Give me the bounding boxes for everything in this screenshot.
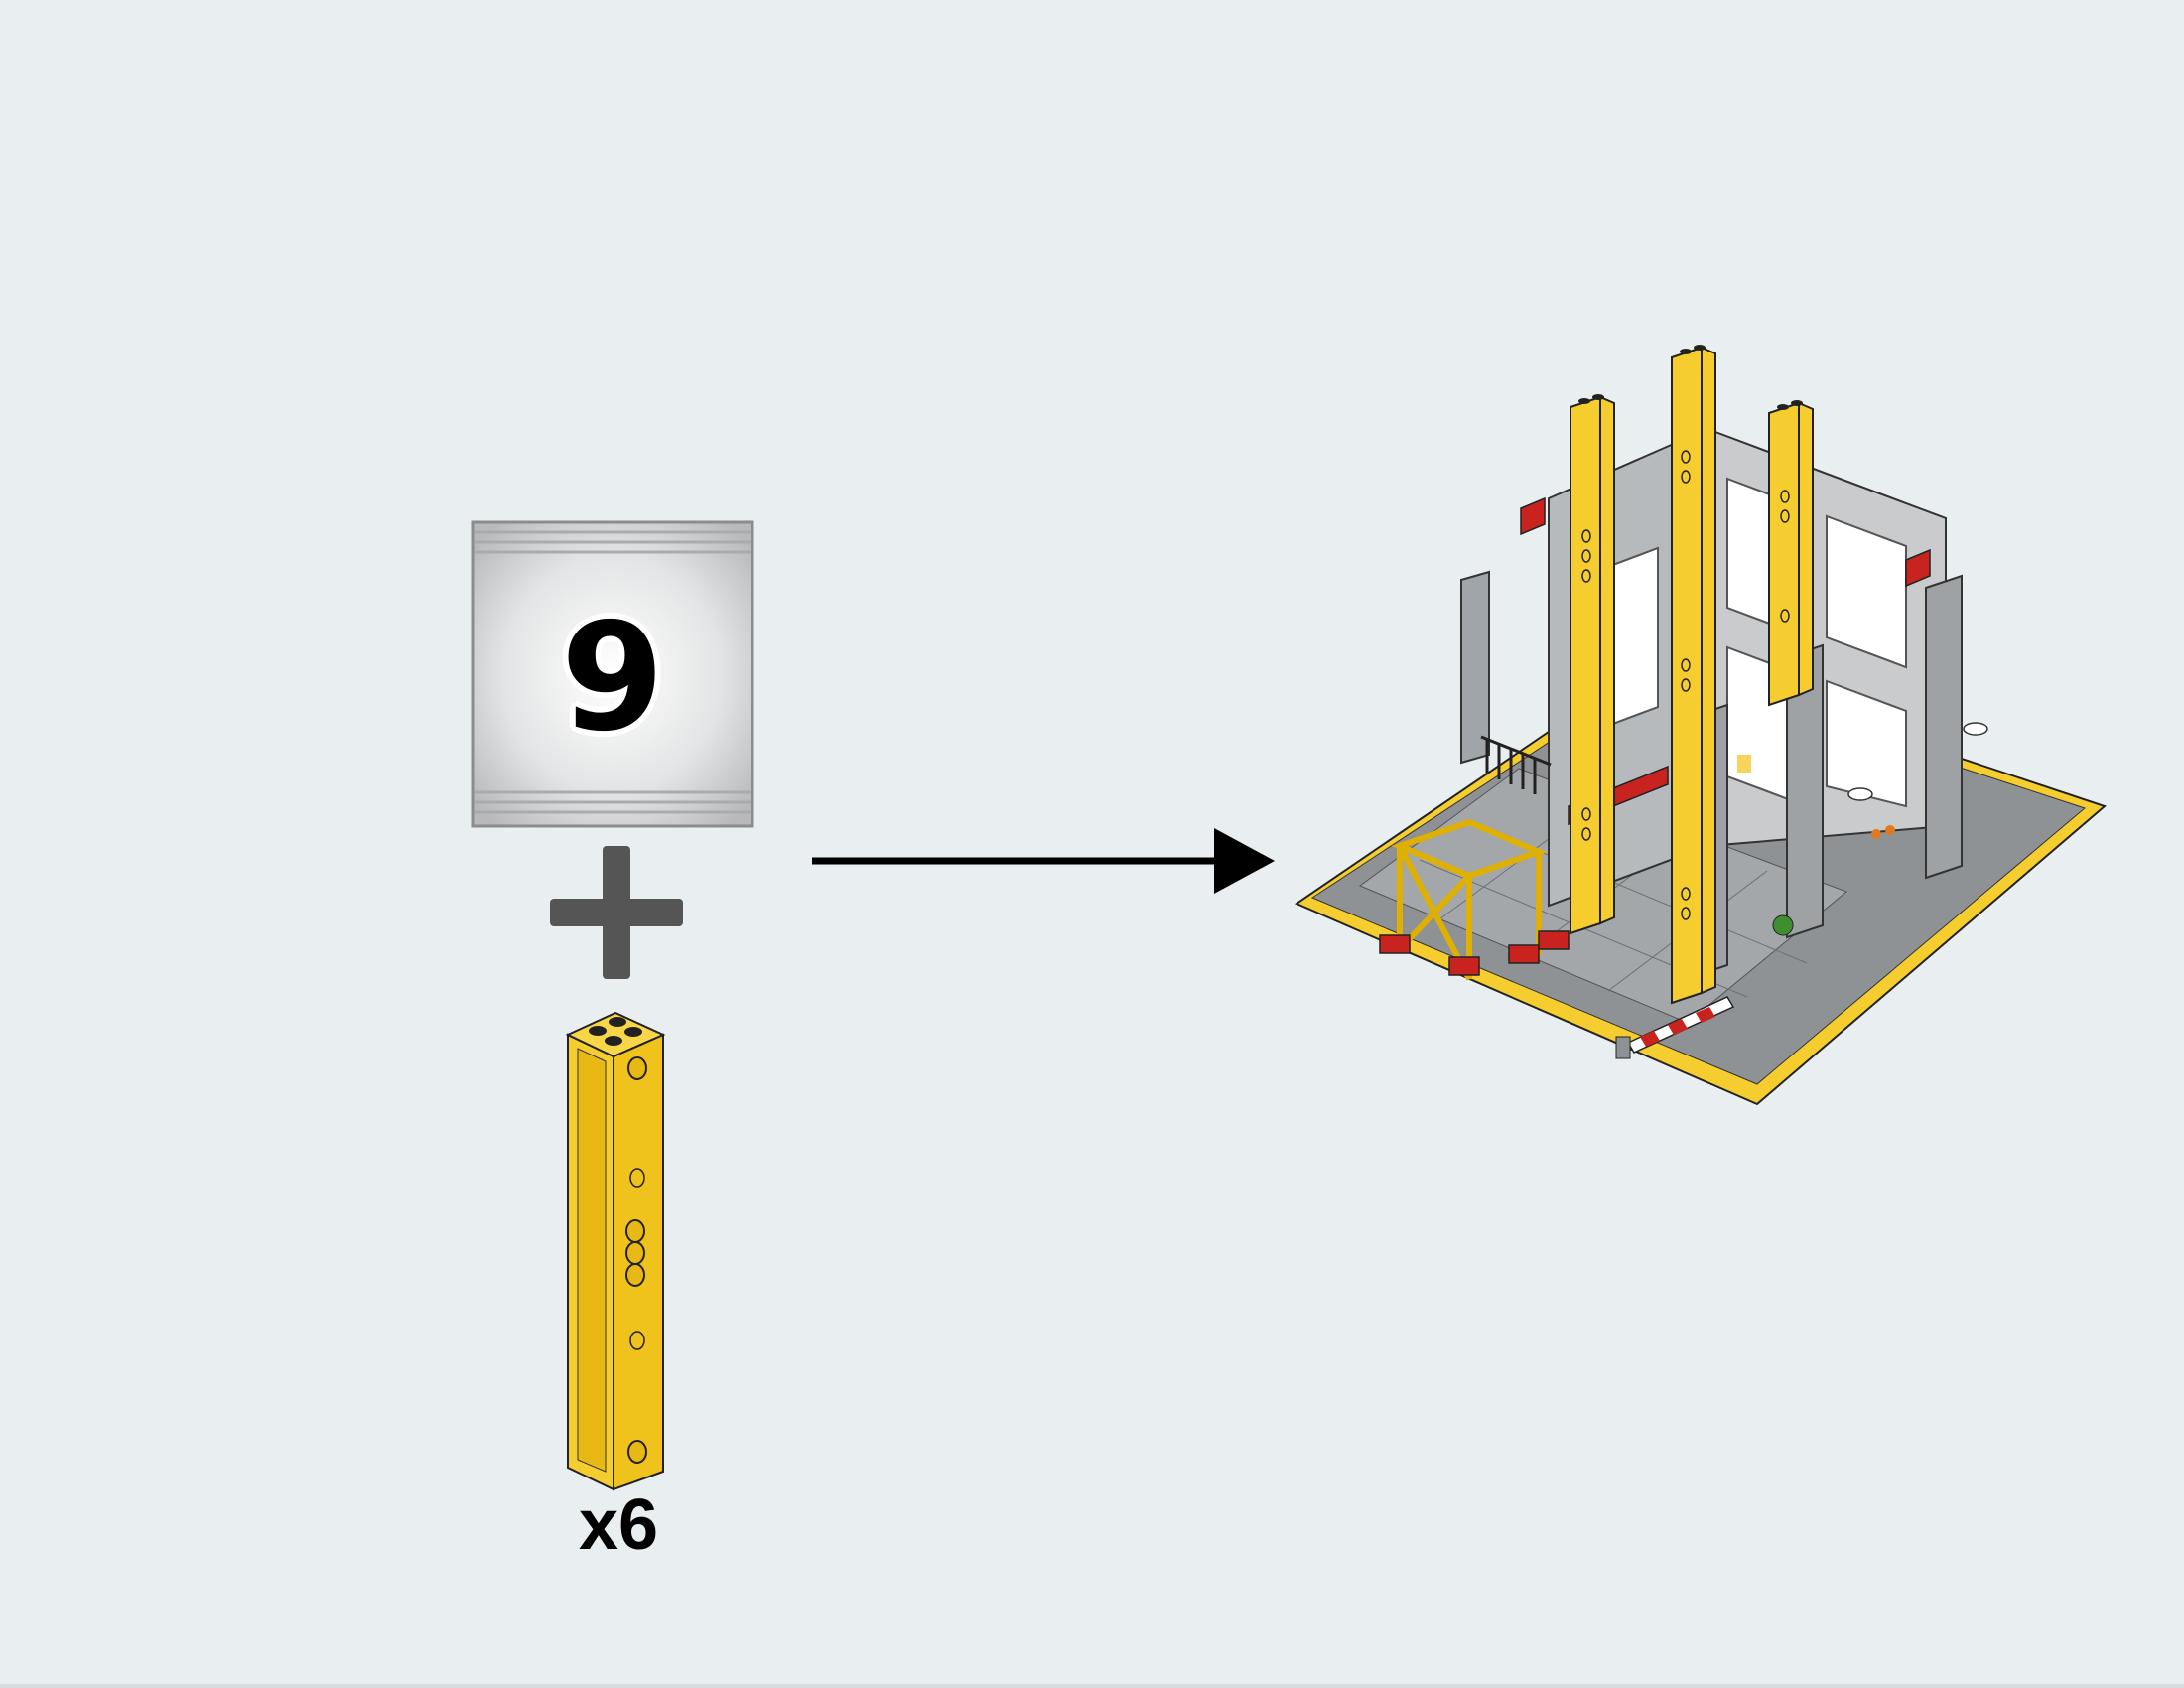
yellow-column-brick-icon — [565, 1011, 666, 1491]
numbered-parts-bag-icon — [471, 520, 754, 828]
right-arrow-icon — [812, 828, 1275, 894]
construction-site-model-illustration — [1294, 345, 2107, 1106]
part-quantity: x6 — [578, 1485, 659, 1565]
plus-icon — [550, 846, 683, 979]
page-bottom-edge — [0, 1684, 2184, 1688]
parts-bag: 9 — [471, 520, 754, 828]
bag-number: 9 — [560, 592, 665, 765]
